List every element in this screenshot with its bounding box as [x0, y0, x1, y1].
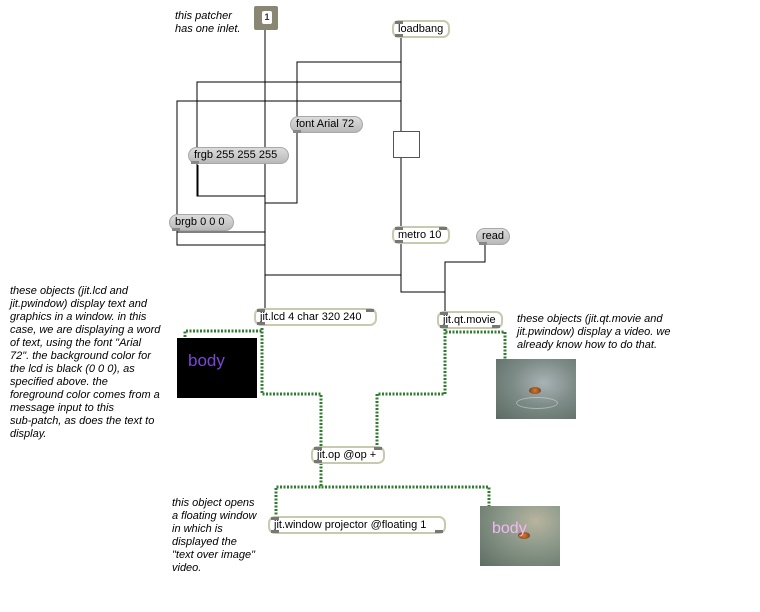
jit-qt-movie-object[interactable]: jit.qt.movie: [437, 311, 503, 329]
duck-image: [529, 387, 541, 394]
lcd-pwindow-text: body: [188, 351, 225, 370]
loadbang-object[interactable]: loadbang: [392, 20, 450, 38]
matrix-cord-op-to-pwindow: [319, 463, 491, 506]
metro-object[interactable]: metro 10: [392, 226, 450, 244]
font-message[interactable]: font Arial 72: [290, 116, 363, 133]
font-message-label: font Arial 72: [296, 118, 355, 130]
matrix-cord-lcd-to-pwindow: [183, 328, 264, 338]
brgb-message[interactable]: brgb 0 0 0: [169, 214, 234, 231]
cord-metro-to-movie: [400, 243, 446, 311]
movie-pwindow[interactable]: [496, 359, 576, 419]
matrix-cord-movie-to-op: [375, 329, 447, 447]
jit-lcd-object[interactable]: jit.lcd 4 char 320 240: [254, 308, 377, 326]
jit-window-label: jit.window projector @floating 1: [274, 519, 427, 531]
comment-inlet: this patcher has one inlet.: [175, 10, 241, 35]
comment-movie: these objects (jit.qt.movie and jit.pwin…: [517, 313, 671, 351]
cord-brgb-out: [176, 230, 265, 246]
read-message-label: read: [482, 230, 505, 242]
jit-op-object[interactable]: jit.op @op +: [311, 446, 385, 464]
frgb-message[interactable]: frgb 255 255 255: [188, 147, 289, 164]
patcher-inlet[interactable]: 1: [254, 6, 278, 30]
jit-window-object[interactable]: jit.window projector @floating 1: [268, 516, 446, 534]
matrix-cord-op-to-window: [274, 463, 323, 516]
matrix-cord-lcd-to-op: [260, 328, 323, 447]
toggle[interactable]: [393, 131, 420, 158]
read-message[interactable]: read: [476, 228, 510, 245]
lcd-pwindow[interactable]: body: [177, 338, 257, 398]
metro-label: metro 10: [398, 229, 442, 241]
frgb-message-label: frgb 255 255 255: [194, 149, 278, 161]
jit-lcd-label: jit.lcd 4 char 320 240: [260, 311, 362, 323]
water-ripple: [516, 397, 558, 409]
output-pwindow-text: body: [492, 520, 527, 537]
duck-image: [518, 532, 530, 539]
matrix-cord-movie-to-pwindow: [443, 329, 507, 359]
loadbang-label: loadbang: [398, 23, 444, 35]
inlet-number: 1: [262, 11, 272, 24]
comment-window: this object opens a floating window in w…: [172, 497, 257, 574]
comment-lcd: these objects (jit.lcd and jit.pwindow) …: [10, 285, 161, 440]
cord-read-to-movie: [444, 245, 486, 311]
jit-qt-movie-label: jit.qt.movie: [443, 314, 496, 326]
jit-op-label: jit.op @op +: [317, 449, 377, 461]
output-pwindow[interactable]: body: [480, 506, 560, 566]
cord-metro-to-lcd: [264, 243, 402, 310]
brgb-message-label: brgb 0 0 0: [175, 216, 225, 228]
